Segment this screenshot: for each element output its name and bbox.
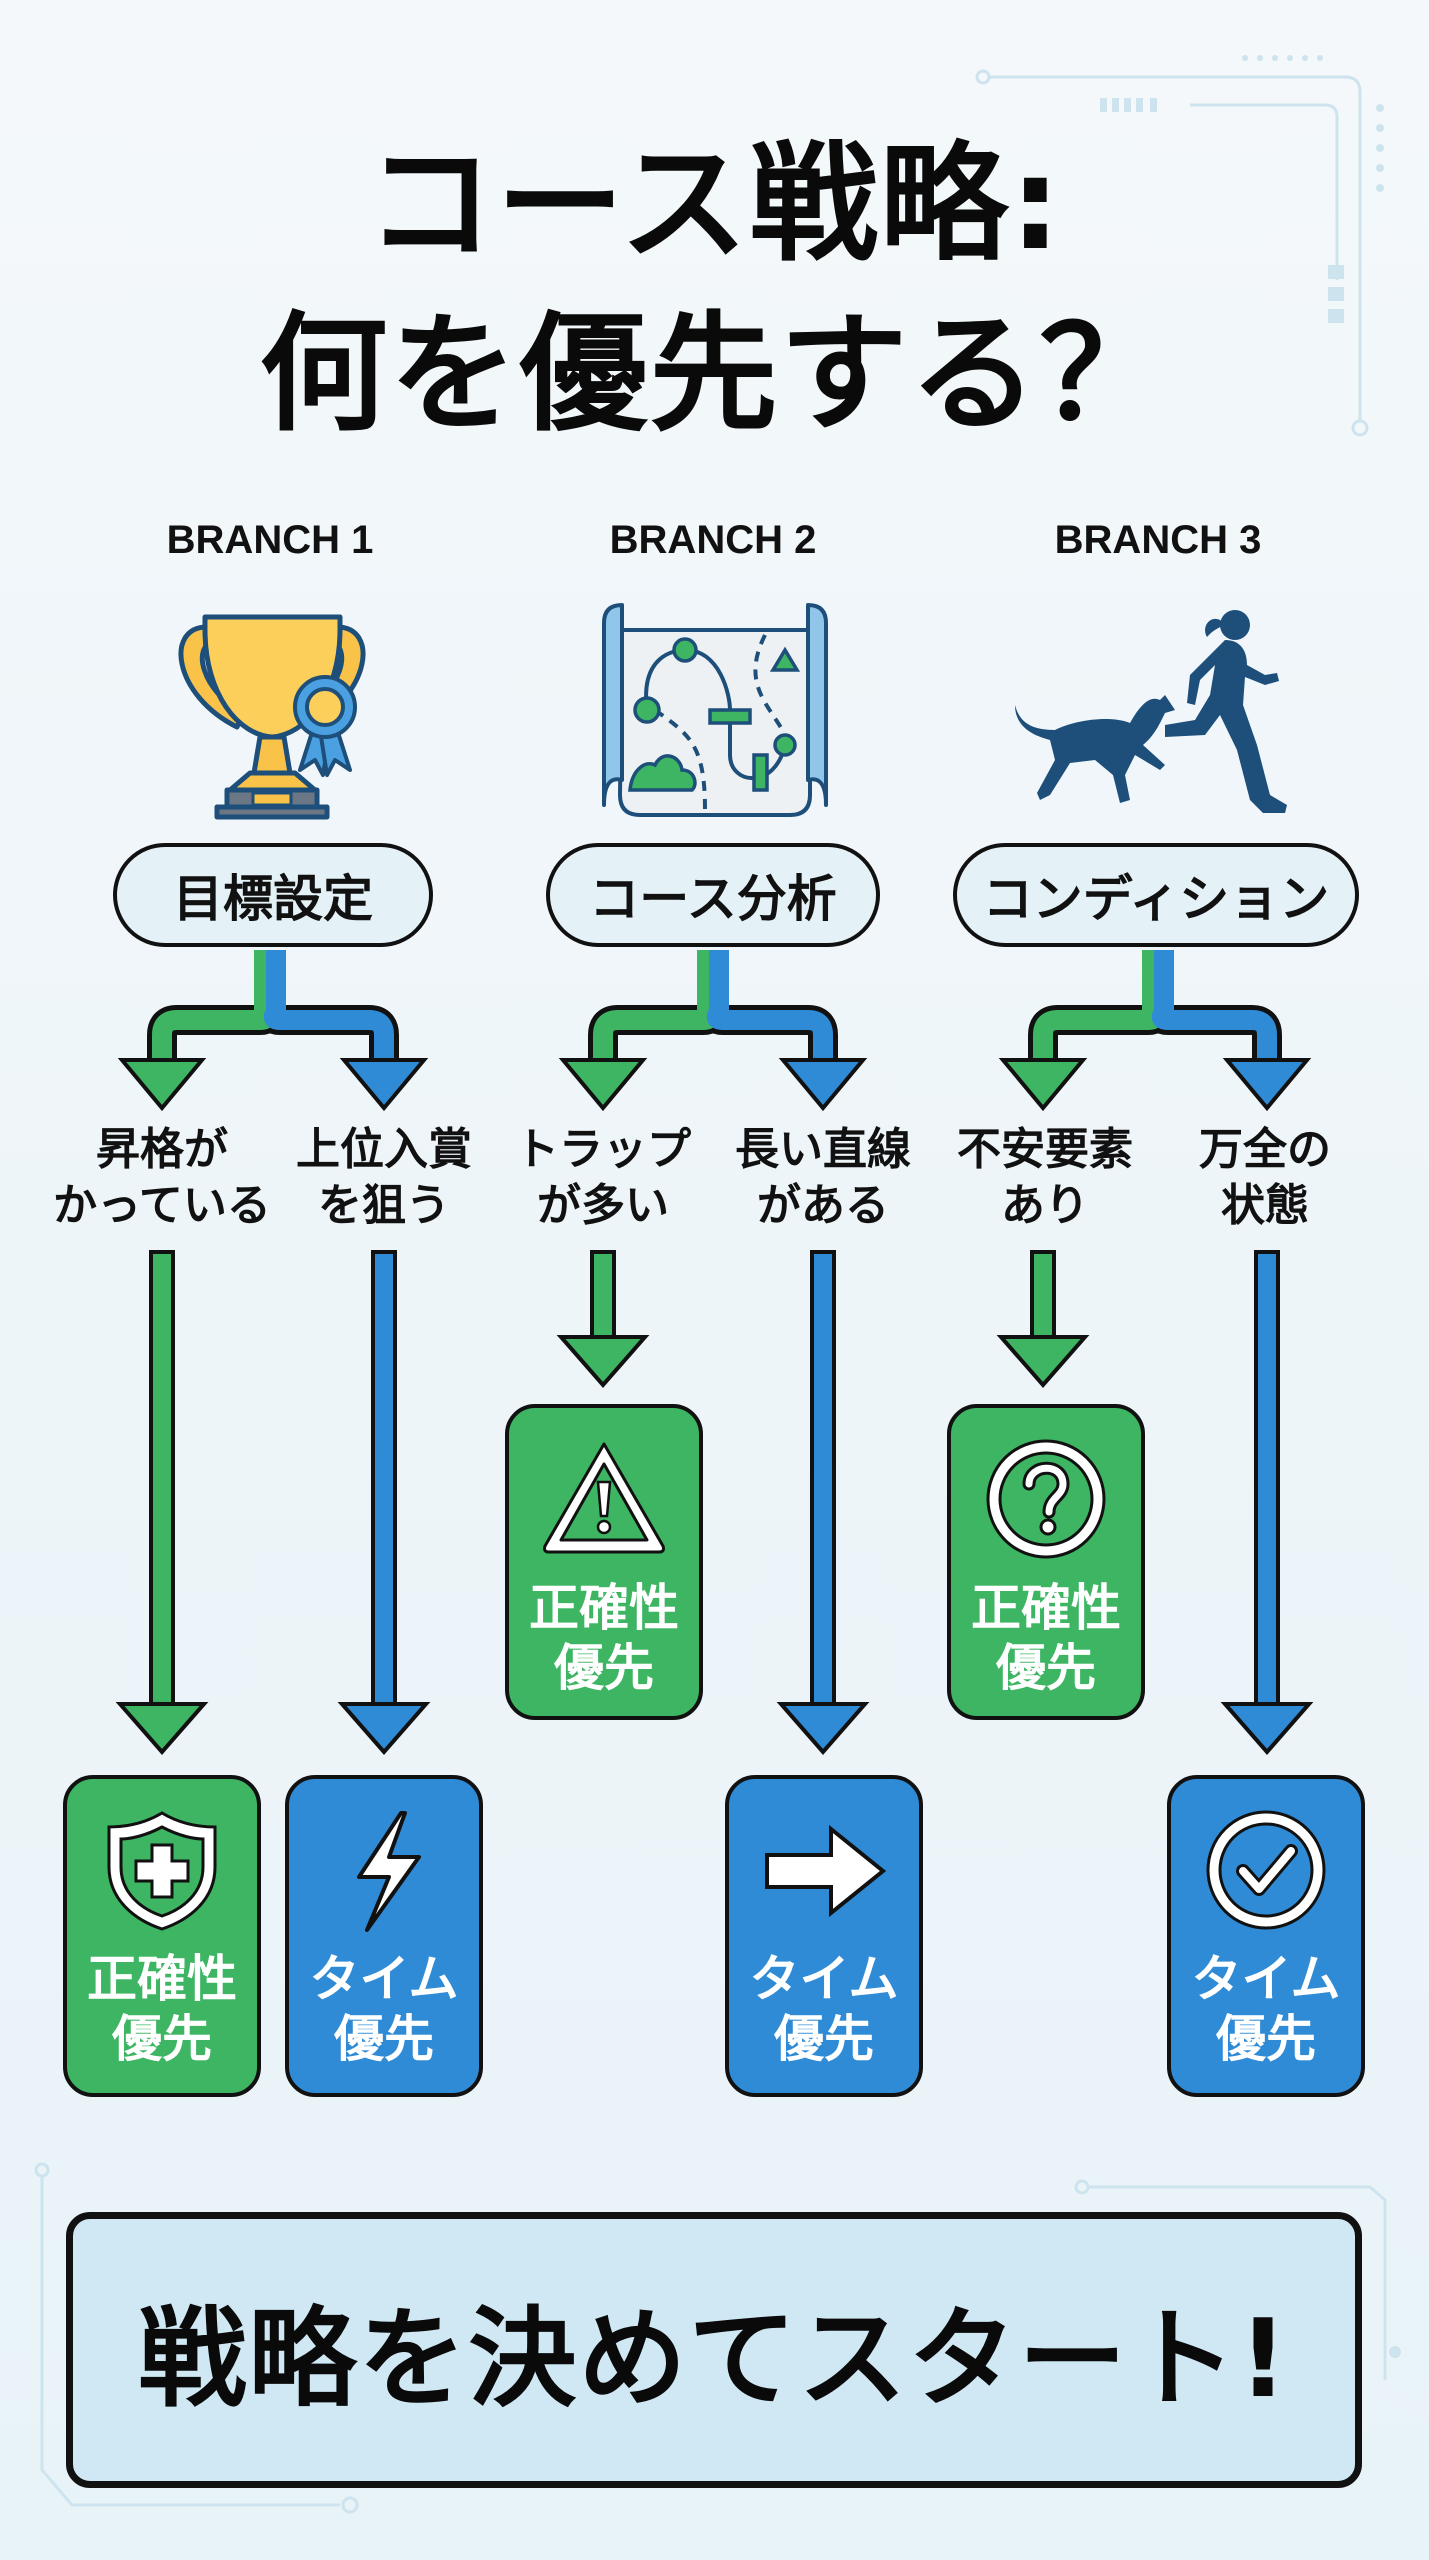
branch-2-option-2-condition: 長い直線 がある — [708, 1122, 938, 1234]
condition-line-1: 不安要素 — [957, 1124, 1133, 1175]
page-title-line-1: コース戦略: — [366, 130, 1063, 279]
branch-2-green-arrow-head — [556, 1335, 650, 1389]
branch-2-label: BRANCH 2 — [609, 518, 817, 562]
branch-1-topic-pill: 目標設定 — [113, 843, 433, 947]
result-label: 正確性 優先 — [529, 1578, 679, 1698]
result-label: 正確性 優先 — [87, 1949, 237, 2069]
branch-1-green-arrow-head — [115, 1702, 209, 1756]
lightning-bolt-icon — [357, 1811, 421, 1932]
branch-2-option-1-condition: トラップ が多い — [488, 1122, 718, 1234]
shield-plus-icon — [107, 1811, 217, 1931]
arrow-right-icon — [765, 1824, 887, 1918]
branch-2-blue-arrow-head — [776, 1702, 870, 1756]
warning-triangle-icon — [543, 1442, 665, 1554]
branch-2-split-outline-right — [698, 950, 838, 1060]
branch-1-split-outline-right — [255, 950, 399, 1060]
branch-2-split-blue — [706, 950, 833, 1060]
branch-3-option-1-result-card: 正確性 優先 — [947, 1404, 1145, 1720]
result-line-2: 優先 — [774, 2010, 874, 2068]
result-label: タイム 優先 — [750, 1949, 899, 2069]
branch-3-green-arrow-head — [996, 1335, 1090, 1389]
branch-3-green-arrow-shaft — [1030, 1250, 1056, 1341]
result-line-1: 正確性 — [529, 1579, 679, 1637]
branch-1-blue-arrow-shaft — [371, 1250, 397, 1708]
branch-3-split-outline-right — [1143, 950, 1282, 1060]
result-line-1: 正確性 — [87, 1950, 237, 2008]
branch-1-option-1-result-card: 正確性 優先 — [63, 1775, 261, 2097]
branch-3-blue-arrow-shaft — [1254, 1250, 1280, 1708]
result-line-1: タイム — [309, 1950, 459, 2008]
branch-1-option-1-condition: 昇格が かっている — [47, 1122, 277, 1234]
branch-1-split-arrowhead-green — [117, 1058, 207, 1112]
condition-line-1: 万全の — [1199, 1124, 1331, 1175]
branch-1-option-2-result-card: タイム 優先 — [285, 1775, 483, 2097]
result-line-2: 優先 — [554, 1639, 654, 1697]
result-line-2: 優先 — [334, 2010, 434, 2068]
result-line-2: 優先 — [1216, 2010, 1316, 2068]
branch-1-split-arrowhead-blue — [339, 1058, 429, 1112]
result-line-1: 正確性 — [971, 1579, 1121, 1637]
result-line-2: 優先 — [996, 1639, 1096, 1697]
condition-line-2: あり — [1001, 1180, 1089, 1231]
branch-3-topic-pill: コンディション — [953, 843, 1359, 947]
condition-line-2: を狙う — [318, 1180, 450, 1231]
result-line-2: 優先 — [112, 2010, 212, 2068]
condition-line-2: がある — [757, 1180, 889, 1231]
branch-3-topic-label: コンディション — [982, 870, 1330, 928]
branch-2-option-2-result-card: タイム 優先 — [725, 1775, 923, 2097]
branch-3-split-arrowhead-blue — [1222, 1058, 1312, 1112]
branch-3-split-arrowhead-green — [998, 1058, 1088, 1112]
trophy-with-ribbon-icon — [178, 614, 366, 820]
result-label: タイム 優先 — [310, 1949, 459, 2069]
condition-line-1: 上位入賞 — [296, 1124, 472, 1175]
branch-2-split-arrowhead-green — [558, 1058, 648, 1112]
branch-1-option-2-condition: 上位入賞 を狙う — [269, 1122, 499, 1234]
branch-2-split-arrowhead-blue — [778, 1058, 868, 1112]
branch-2-blue-arrow-shaft — [810, 1250, 836, 1708]
branch-1-label: BRANCH 1 — [166, 518, 374, 562]
page-title-line-2: 何を優先する？ — [259, 300, 1170, 449]
branch-3-option-1-condition: 不安要素 あり — [930, 1122, 1160, 1234]
result-line-1: タイム — [749, 1950, 899, 2008]
check-circle-icon — [1206, 1810, 1326, 1930]
branch-3-option-2-condition: 万全の 状態 — [1150, 1122, 1380, 1234]
branch-1-topic-label: 目標設定 — [173, 870, 373, 928]
branch-3-split-outline-left — [1028, 950, 1173, 1060]
branch-3-option-2-result-card: タイム 優先 — [1167, 1775, 1365, 2097]
branch-2-topic-pill: コース分析 — [546, 843, 880, 947]
runner-with-dog-icon — [1015, 610, 1287, 813]
result-label: タイム 優先 — [1192, 1949, 1341, 2069]
question-circle-icon — [986, 1439, 1106, 1559]
condition-line-1: トラップ — [515, 1124, 691, 1175]
condition-line-1: 昇格が — [96, 1124, 228, 1175]
condition-line-2: が多い — [537, 1180, 669, 1231]
branch-2-green-arrow-shaft — [590, 1250, 616, 1341]
branch-1-blue-arrow-head — [337, 1702, 431, 1756]
course-map-icon — [602, 603, 828, 817]
condition-line-2: かっている — [53, 1180, 271, 1231]
condition-line-2: 状態 — [1221, 1180, 1309, 1231]
result-label: 正確性 優先 — [971, 1578, 1121, 1698]
condition-line-1: 長い直線 — [735, 1124, 911, 1175]
start-banner: 戦略を決めてスタート! — [66, 2212, 1362, 2488]
branch-2-topic-label: コース分析 — [589, 870, 837, 928]
branch-2-split-outline-left — [588, 950, 728, 1060]
branch-3-split-blue — [1151, 950, 1277, 1060]
branch-1-split-blue — [263, 950, 394, 1060]
branch-3-blue-arrow-head — [1220, 1702, 1314, 1756]
branch-1-green-arrow-shaft — [149, 1250, 175, 1708]
branch-3-label: BRANCH 3 — [1054, 518, 1262, 562]
branch-1-split-outline-left — [147, 950, 285, 1060]
start-banner-text: 戦略を決めてスタート! — [138, 2297, 1290, 2422]
result-line-1: タイム — [1191, 1950, 1341, 2008]
branch-2-option-1-result-card: 正確性 優先 — [505, 1404, 703, 1720]
